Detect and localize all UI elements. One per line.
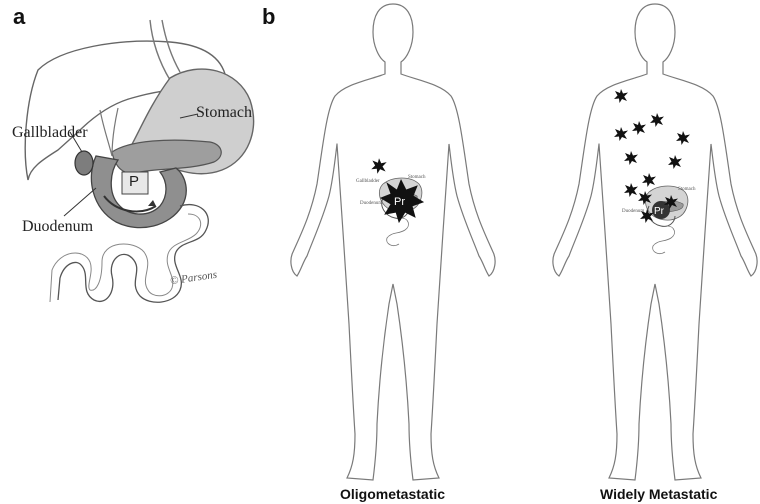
oligometastatic-figure	[291, 4, 495, 480]
widely-metastatic-caption: Widely Metastatic	[600, 486, 717, 502]
tumor-label-right: Pr	[654, 206, 665, 217]
mini-label-right-duodenum: Duodenum	[622, 209, 644, 214]
oligometastatic-caption: Oligometastatic	[340, 486, 445, 502]
mini-label-right-stomach: Stomach	[678, 187, 696, 192]
mini-label-left-duodenum: Duodenum	[360, 201, 382, 206]
tumor-label-left: Pr	[394, 196, 405, 208]
mini-label-left-stomach: Stomach	[408, 175, 426, 180]
widely-metastatic-figure	[553, 4, 757, 480]
mini-label-left-gallbladder: Gallbladder	[356, 179, 380, 184]
